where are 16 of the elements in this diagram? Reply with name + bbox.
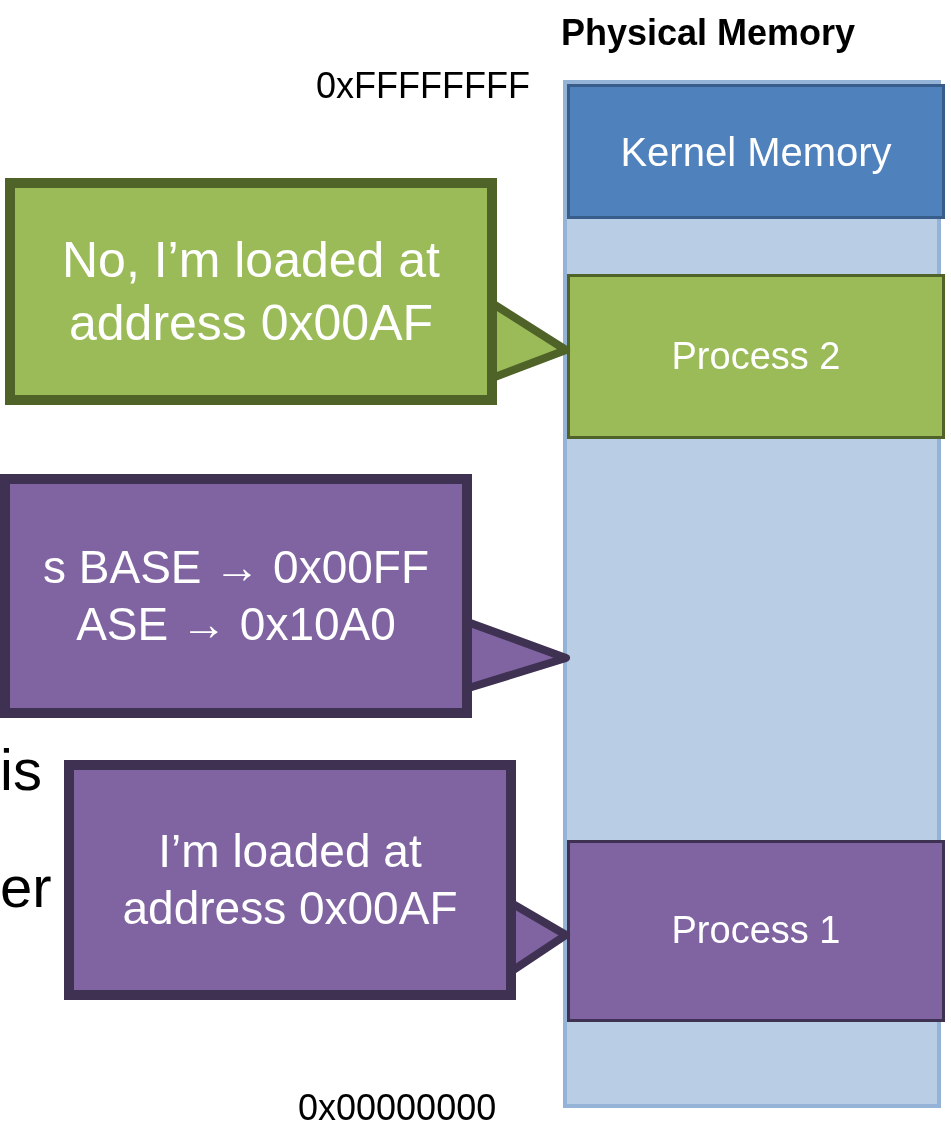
speech-bubble xyxy=(0,474,472,718)
text-fragment: is xyxy=(0,738,42,802)
address-label: 0xFFFFFFFF xyxy=(316,66,530,106)
block-label: Kernel Memory xyxy=(619,128,893,176)
speech-bubble xyxy=(64,760,516,1000)
address-label: 0x00000000 xyxy=(298,1088,497,1127)
kernel-memory-block xyxy=(567,84,945,219)
bubble-text: s BASE → 0x00FF ASE → 0x10A0 xyxy=(42,539,430,652)
bubble-text: No, I’m loaded at address 0x00AF xyxy=(61,231,441,353)
bubble-text: I’m loaded at address 0x00AF xyxy=(121,823,459,936)
block-label: Process 1 xyxy=(670,908,842,954)
column-heading: Physical Memory xyxy=(561,12,856,54)
process-block xyxy=(567,840,945,1022)
speech-bubble xyxy=(5,178,497,405)
block-label: Process 2 xyxy=(670,333,842,379)
text-fragment: er xyxy=(0,855,52,919)
